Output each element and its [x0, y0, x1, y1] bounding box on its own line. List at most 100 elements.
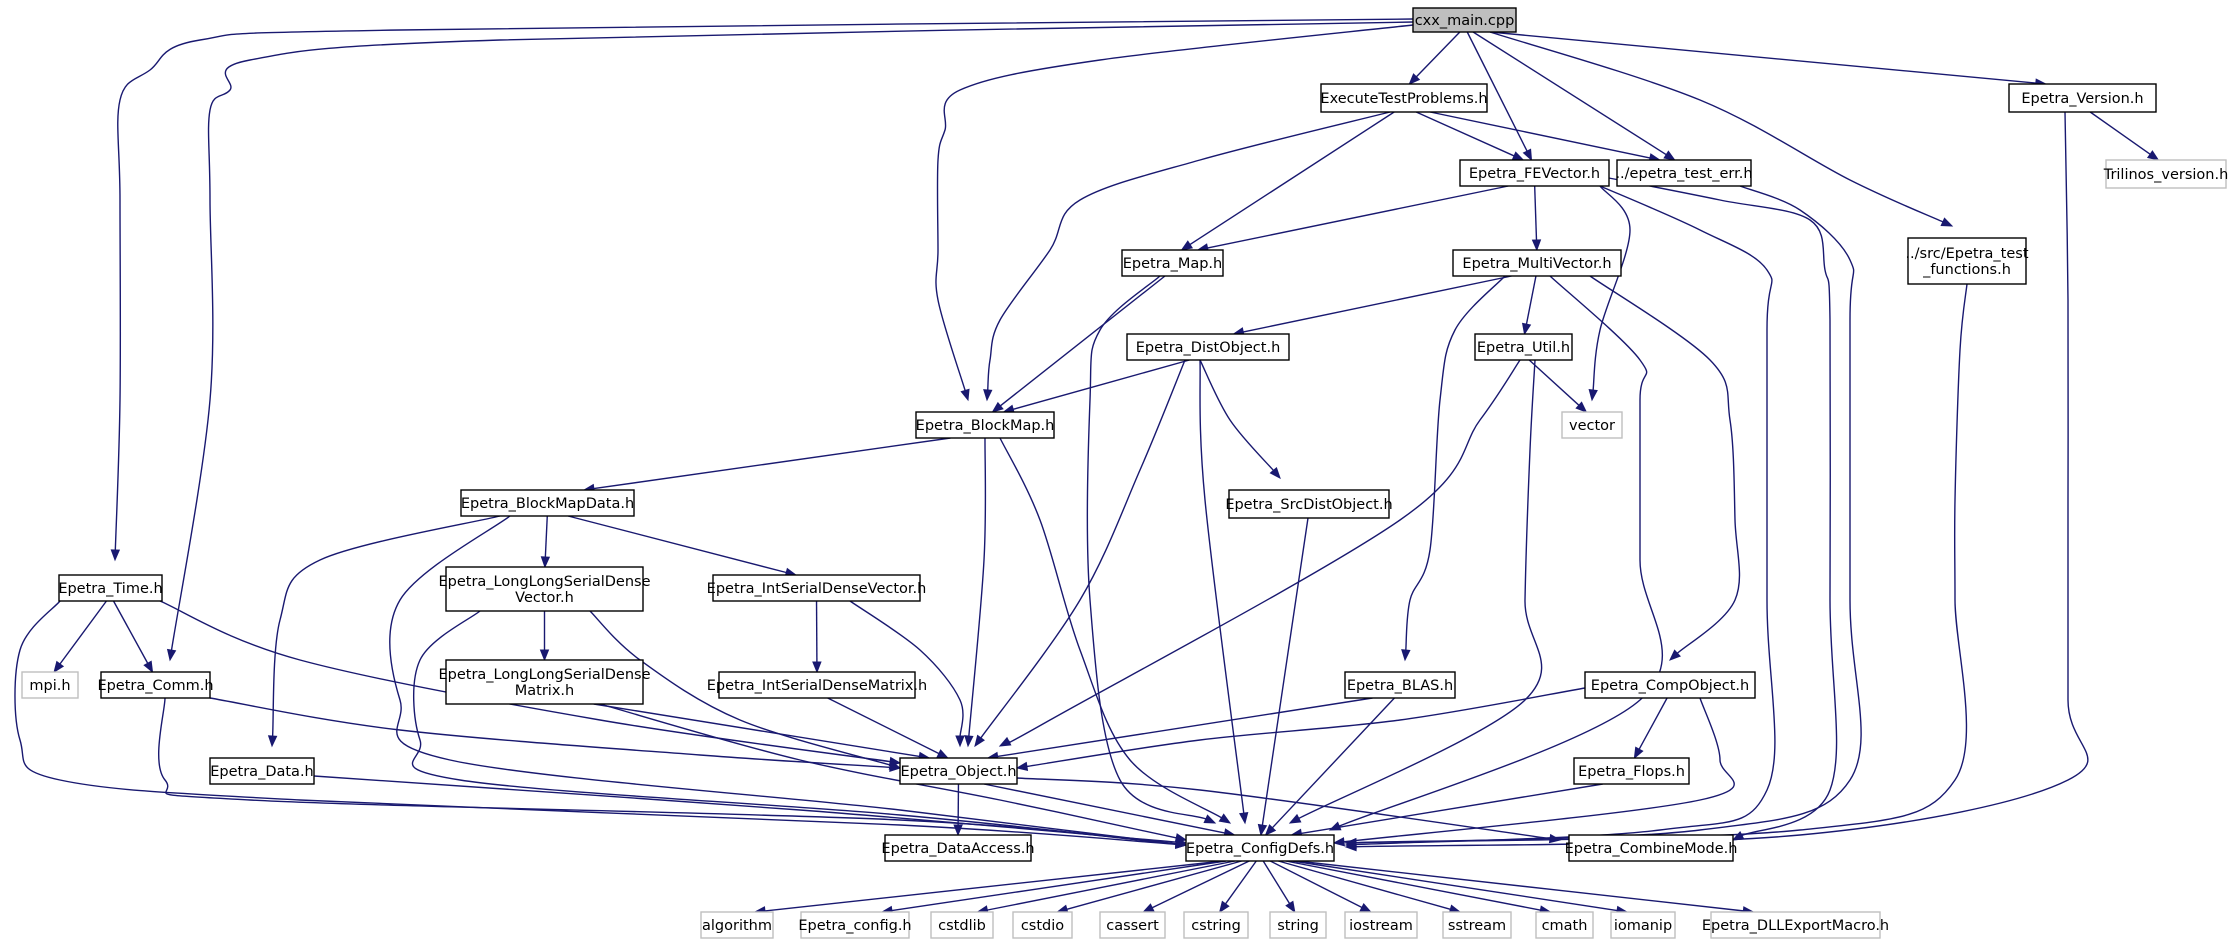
edge-line — [1297, 359, 1543, 820]
node-box — [1710, 911, 1881, 939]
node-map[interactable]: Epetra_Map.h — [1121, 249, 1224, 277]
node-blockmapdata[interactable]: Epetra_BlockMapData.h — [460, 489, 635, 517]
node-cassert: cassert — [1099, 911, 1166, 939]
arrowhead-icon — [267, 735, 278, 748]
edge-root-to-comm — [166, 21, 1414, 662]
edge-compobject-to-flops — [1633, 697, 1668, 760]
node-label: iomanip — [1614, 918, 1672, 934]
edge-line — [1466, 31, 1529, 153]
arrowhead-icon — [889, 762, 902, 773]
node-blockmap[interactable]: Epetra_BlockMap.h — [915, 411, 1055, 439]
node-label: Epetra_Flops.h — [1578, 764, 1685, 780]
node-label: Epetra_LongLongSerialDense — [438, 667, 650, 683]
edge-line — [986, 111, 1391, 392]
node-flops[interactable]: Epetra_Flops.h — [1573, 757, 1690, 785]
arrowhead-icon — [1142, 903, 1155, 913]
node-time[interactable]: Epetra_Time.h — [58, 574, 163, 602]
arrowhead-icon — [1633, 746, 1644, 760]
edge-line — [209, 697, 892, 769]
node-comm[interactable]: Epetra_Comm.h — [97, 671, 214, 699]
edge-fevector-to-vector — [1588, 185, 1631, 402]
edge-srcdistobject-to-configdefs — [1257, 517, 1309, 837]
arrowhead-icon — [1408, 73, 1421, 85]
node-distobject[interactable]: Epetra_DistObject.h — [1126, 333, 1290, 361]
edge-llsdv-to-configdefs — [411, 610, 1188, 849]
node-util[interactable]: Epetra_Util.h — [1474, 333, 1573, 361]
node-blas[interactable]: Epetra_BLAS.h — [1344, 671, 1456, 699]
node-root[interactable]: cxx_main.cpp — [1412, 7, 1517, 33]
node-label: Epetra_SrcDistObject.h — [1225, 497, 1392, 513]
edge-line — [170, 21, 1414, 652]
edge-line — [592, 437, 951, 490]
node-label: Epetra_ConfigDefs.h — [1186, 841, 1334, 857]
edge-map-to-configdefs — [1086, 275, 1217, 824]
node-label: cstdio — [1021, 918, 1064, 934]
edge-line — [1489, 31, 1945, 223]
node-box — [1584, 671, 1756, 699]
arrowhead-icon — [539, 649, 550, 662]
edge-llsdm-to-object — [593, 703, 931, 762]
edge-configdefs-to-cstdlib — [976, 860, 1235, 915]
node-box — [1452, 249, 1622, 277]
node-box — [1099, 911, 1166, 939]
node-exec[interactable]: ExecuteTestProblems.h — [1320, 83, 1488, 113]
node-fevector[interactable]: Epetra_FEVector.h — [1459, 159, 1610, 187]
node-srcdistobject[interactable]: Epetra_SrcDistObject.h — [1225, 489, 1393, 519]
edge-line — [1608, 177, 1838, 837]
node-box — [460, 489, 635, 517]
node-box — [2008, 83, 2157, 113]
arrowhead-icon — [1940, 217, 1954, 227]
edge-blockmap-to-configdefs — [999, 437, 1232, 824]
node-testfunc[interactable]: ../src/Epetra_test_functions.h — [1905, 237, 2029, 285]
node-label: Epetra_MultiVector.h — [1462, 256, 1611, 272]
arrowhead-icon — [1332, 837, 1345, 847]
node-string: string — [1269, 911, 1327, 939]
node-box — [1561, 411, 1623, 439]
node-testerr[interactable]: ../epetra_test_err.h — [1615, 159, 1753, 187]
node-box — [1320, 83, 1488, 113]
node-label: Epetra_Version.h — [2021, 91, 2143, 107]
edge-line — [1296, 860, 1745, 912]
node-data[interactable]: Epetra_Data.h — [209, 757, 315, 785]
edge-line — [1025, 687, 1586, 768]
edges-layer — [14, 18, 2160, 916]
edge-line — [411, 610, 1178, 845]
node-label: Epetra_IntSerialDenseMatrix.h — [707, 678, 927, 694]
node-compobject[interactable]: Epetra_CompObject.h — [1584, 671, 1756, 699]
node-multivector[interactable]: Epetra_MultiVector.h — [1452, 249, 1622, 277]
node-label: Epetra_Map.h — [1123, 256, 1222, 272]
arrowhead-icon — [998, 736, 1012, 747]
edge-line — [567, 515, 788, 574]
edge-line — [986, 860, 1235, 911]
node-label: ../src/Epetra_test — [1905, 246, 2028, 262]
node-box — [100, 671, 211, 699]
node-version[interactable]: Epetra_Version.h — [2008, 83, 2157, 113]
node-box — [1228, 489, 1390, 519]
node-dataaccess[interactable]: Epetra_DataAccess.h — [881, 834, 1035, 862]
edge-line — [1490, 31, 2037, 84]
arrowhead-icon — [1731, 831, 1745, 841]
edge-line — [1261, 517, 1309, 827]
arrowhead-icon — [953, 824, 963, 837]
arrowhead-icon — [960, 388, 970, 402]
node-combinemode[interactable]: Epetra_CombineMode.h — [1565, 834, 1738, 862]
node-isdm[interactable]: Epetra_IntSerialDenseMatrix.h — [707, 671, 927, 699]
edge-line — [1638, 697, 1668, 751]
arrowhead-icon — [110, 549, 121, 562]
node-object[interactable]: Epetra_Object.h — [899, 757, 1018, 785]
node-box — [1610, 911, 1676, 939]
arrowhead-icon — [955, 735, 965, 748]
node-isdv[interactable]: Epetra_IntSerialDenseVector.h — [707, 574, 927, 602]
node-box — [800, 911, 910, 939]
node-configdefs[interactable]: Epetra_ConfigDefs.h — [1185, 834, 1335, 862]
edge-line — [1589, 275, 1741, 655]
arrowhead-icon — [991, 401, 1004, 413]
arrowhead-icon — [1180, 240, 1194, 251]
edge-line — [58, 600, 108, 666]
edge-multivector-to-blas — [1401, 275, 1506, 662]
edge-line — [271, 515, 501, 738]
node-label: Matrix.h — [515, 683, 574, 699]
